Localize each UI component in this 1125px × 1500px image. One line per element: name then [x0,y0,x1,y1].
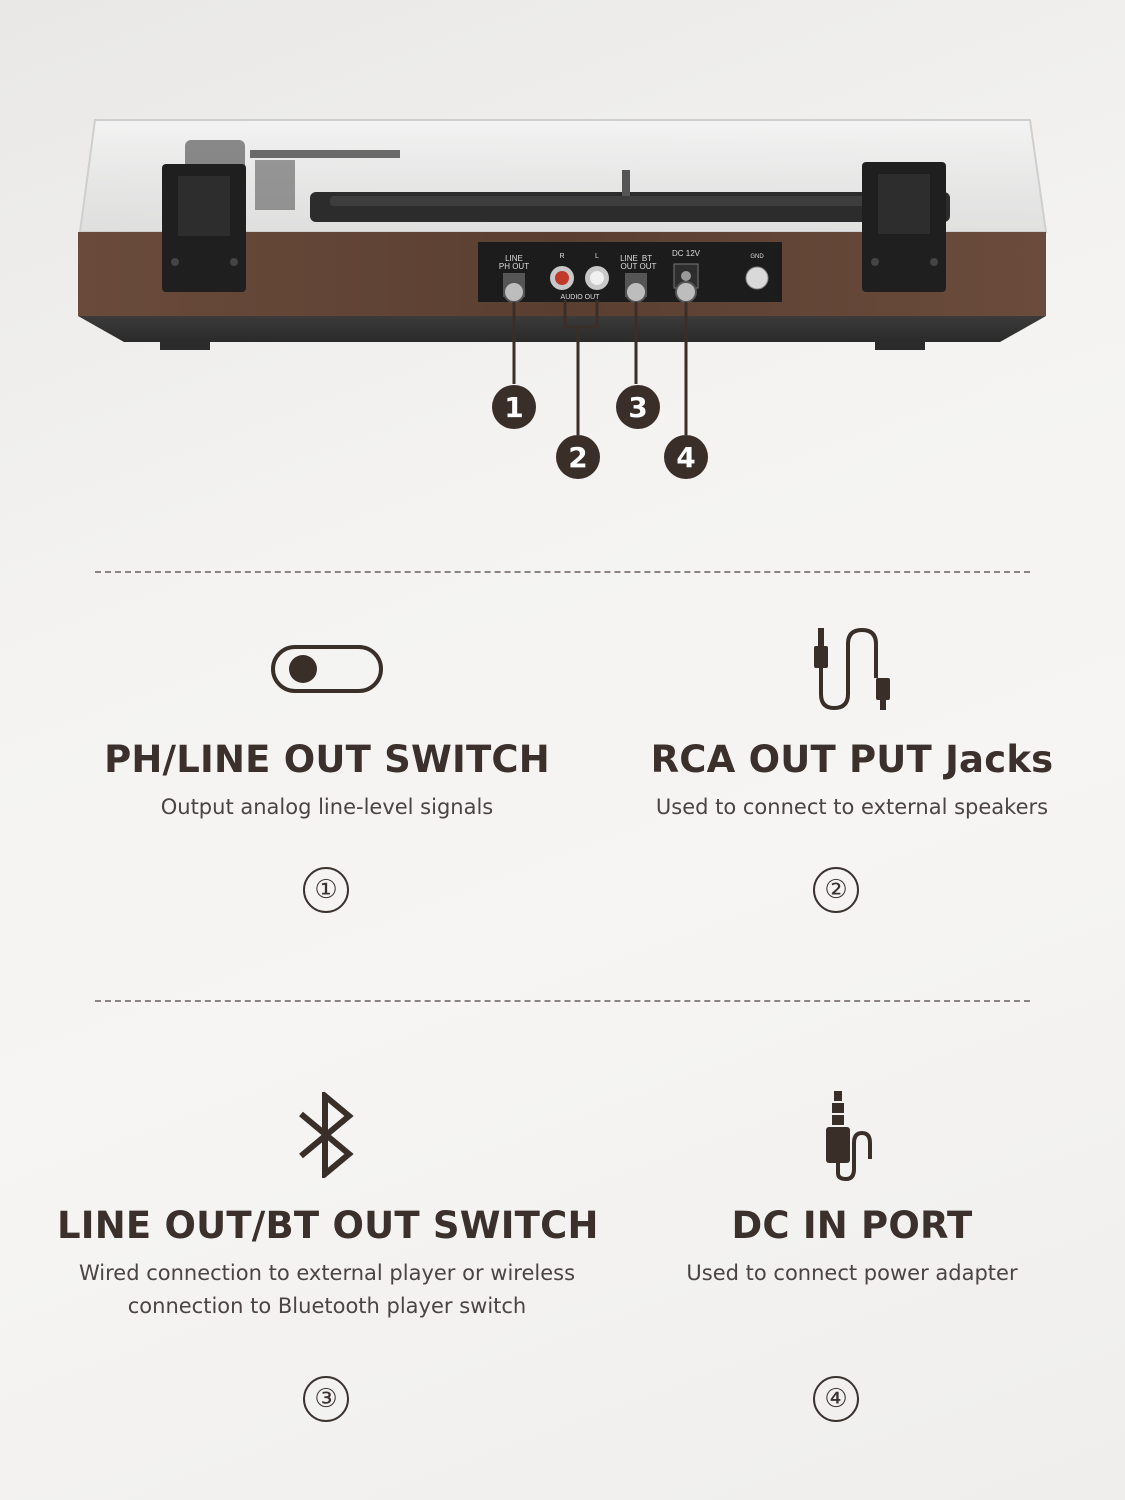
feature-number-4: ④ [813,1376,859,1422]
bluetooth-icon [57,1080,597,1190]
dc-jack [675,281,697,303]
turntable-rear-view: LINE PH OUT R L AUDIO OUT LINE OUT BT OU… [0,0,1125,500]
dc-plug-icon [582,1080,1122,1190]
label-bt: BT [642,254,652,263]
callout-4: 4 [664,435,708,479]
left-hinge [162,164,246,292]
feature-title: RCA OUT PUT Jacks [650,738,1054,781]
turntable-illustration: LINE PH OUT R L AUDIO OUT LINE OUT BT OU… [78,119,1048,435]
feature-dc-in-port: DC IN PORT Used to connect power adapter [582,1080,1122,1290]
label-dc: DC 12V [672,249,701,258]
gnd-terminal [745,266,769,290]
label-out-1: OUT [621,262,638,271]
feature-line-bt-switch: LINE OUT/BT OUT SWITCH Wired connection … [57,1080,599,1323]
label-ph-out: PH OUT [499,262,529,271]
callout-1: 1 [492,385,536,429]
right-hinge [862,162,946,292]
feature-title: DC IN PORT [731,1204,973,1247]
toggle-switch-icon [57,614,597,724]
label-r: R [559,253,564,260]
feature-number-1: ① [303,867,349,913]
feature-description: Used to connect power adapter [686,1261,1018,1285]
feature-rca-jacks: RCA OUT PUT Jacks Used to connect to ext… [582,614,1122,824]
label-line: LINE [505,254,523,263]
tonearm [250,150,400,158]
label-audio-out: AUDIO OUT [561,294,601,301]
feature-number-2: ② [813,867,859,913]
feature-description: Wired connection to external player or w… [78,1261,576,1318]
feature-description: Used to connect to external speakers [655,795,1049,819]
feature-title: PH/LINE OUT SWITCH [104,738,550,781]
feature-number-3: ③ [303,1376,349,1422]
divider-top [95,571,1030,573]
spindle [622,170,630,196]
feature-ph-line-switch: PH/LINE OUT SWITCH Output analog line-le… [57,614,597,824]
callout-3: 3 [616,385,660,429]
divider-middle [95,1000,1030,1002]
label-l: L [595,253,599,260]
base-plinth [78,316,1046,342]
feature-title: LINE OUT/BT OUT SWITCH [57,1204,599,1247]
leader-lines [512,300,688,435]
label-out-2: OUT [640,262,657,271]
label-gnd: GND [750,254,764,260]
feature-description: Output analog line-level signals [160,795,494,819]
label-line-2: LINE [620,254,638,263]
rca-cable-icon [582,614,1122,724]
callout-2: 2 [556,435,600,479]
